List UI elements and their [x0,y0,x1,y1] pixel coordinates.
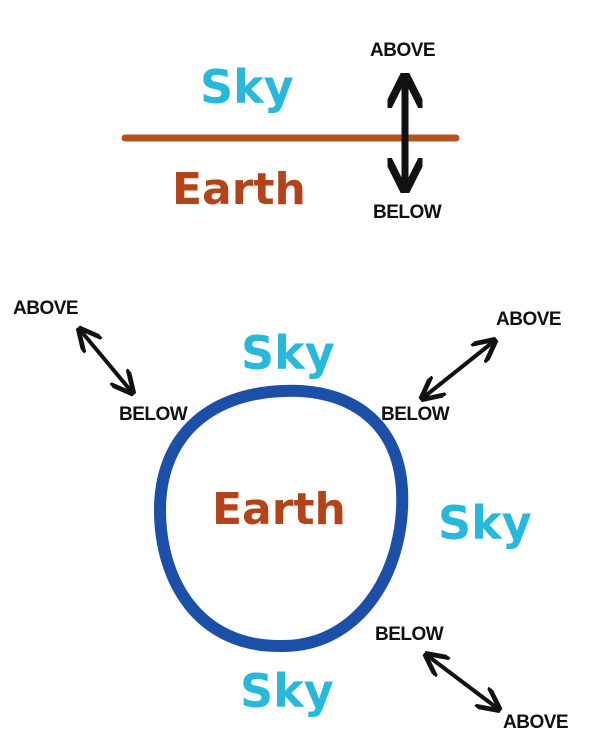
upper-right-below-label: BELOW [381,404,450,425]
globe-earth-label: Earth [212,484,346,535]
upper-left-above-label: ABOVE [13,298,79,319]
globe-sky-bottom: Sky [240,664,334,718]
globe-sky-top: Sky [241,326,335,380]
lower-right-below-label: BELOW [375,624,444,645]
flat-sky-label: Sky [200,60,294,114]
upper-right-arrow [424,342,493,397]
upper-left-arrow [81,331,131,391]
upper-right-above-label: ABOVE [496,309,562,330]
lower-right-above-label: ABOVE [503,712,569,733]
lower-right-arrow [428,656,497,708]
upper-left-below-label: BELOW [119,404,188,425]
globe-outline [153,384,409,653]
flat-above-label: ABOVE [370,40,436,61]
flat-below-label: BELOW [373,202,442,223]
globe-sky-right: Sky [438,496,532,550]
flat-earth-label: Earth [172,164,306,215]
